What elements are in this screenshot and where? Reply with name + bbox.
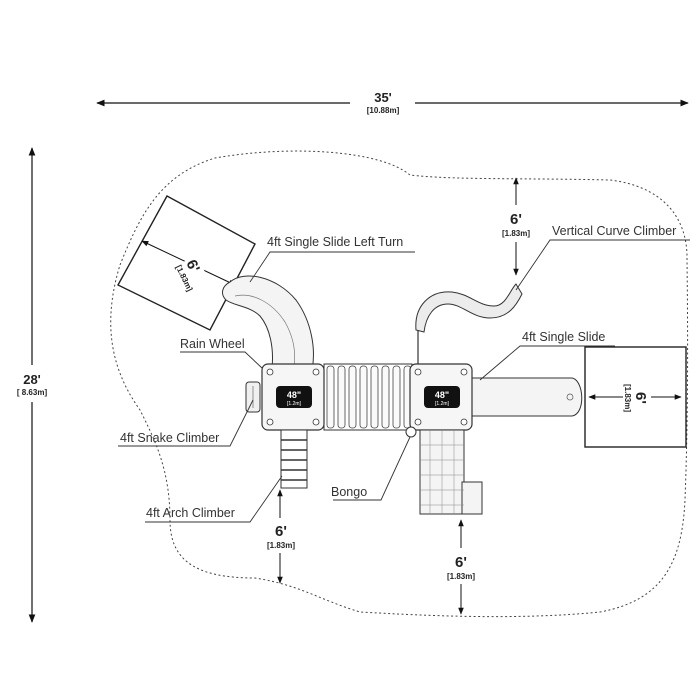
platform-left: 48" [1.2m] xyxy=(261,363,325,431)
clearance-bottom-left: 6' [1.83m] xyxy=(267,489,295,584)
clearance-m-bottom-right: [1.83m] xyxy=(447,572,475,581)
slide-exit-zone-left: 6' [1.83m] xyxy=(117,195,256,331)
arch-climber xyxy=(280,429,308,489)
label-arch-climber: 4ft Arch Climber xyxy=(146,506,235,520)
clearance-m-bottom-left: [1.83m] xyxy=(267,541,295,550)
clearance-ft-bottom-left: 6' xyxy=(275,523,287,540)
platform-right-height: 48" xyxy=(435,390,449,400)
label-vertical-curve-climber: Vertical Curve Climber xyxy=(552,224,676,238)
platform-right: 48" [1.2m] xyxy=(409,363,473,431)
overall-depth-m: [ 8.63m] xyxy=(17,388,48,397)
vertical-curve-climber xyxy=(415,283,523,333)
overall-width-m: [10.88m] xyxy=(367,106,400,115)
label-rain-wheel: Rain Wheel xyxy=(180,337,245,351)
slide-left-turn-groove xyxy=(234,294,296,367)
overall-width-ft: 35' xyxy=(374,90,392,105)
rain-wheel xyxy=(245,381,261,413)
overall-depth-dimension: 28' [ 8.63m] xyxy=(17,147,48,623)
label-single-slide: 4ft Single Slide xyxy=(522,330,605,344)
bongo xyxy=(405,426,417,438)
clearance-m-top: [1.83m] xyxy=(502,229,530,238)
callout-lines xyxy=(118,239,690,523)
clearance-ft-right-slide: 6' xyxy=(632,392,649,404)
clearance-ft-bottom-right: 6' xyxy=(455,554,467,571)
slide-exit-zone-right: 6' [1.83m] xyxy=(584,346,687,448)
single-slide-exit-mark xyxy=(566,393,574,401)
label-bongo: Bongo xyxy=(331,485,367,499)
stairs-deck xyxy=(419,429,483,515)
crawl-bridge xyxy=(323,363,413,431)
clearance-ft-top: 6' xyxy=(510,211,522,228)
platform-left-height: 48" xyxy=(287,390,301,400)
overall-width-dimension: 35' [10.88m] xyxy=(96,90,689,115)
single-slide xyxy=(469,377,583,417)
platform-right-metric: [1.2m] xyxy=(435,401,450,407)
platform-left-metric: [1.2m] xyxy=(287,401,302,407)
safety-zone-outline xyxy=(110,150,689,618)
slide-left-turn xyxy=(222,275,314,371)
clearance-top: 6' [1.83m] xyxy=(502,177,530,276)
label-slide-left-turn: 4ft Single Slide Left Turn xyxy=(267,235,403,249)
overall-depth-ft: 28' xyxy=(23,372,41,387)
clearance-m-right-slide: [1.83m] xyxy=(623,384,632,412)
label-snake-climber: 4ft Snake Climber xyxy=(120,431,219,445)
clearance-bottom-right: 6' [1.83m] xyxy=(447,519,475,615)
